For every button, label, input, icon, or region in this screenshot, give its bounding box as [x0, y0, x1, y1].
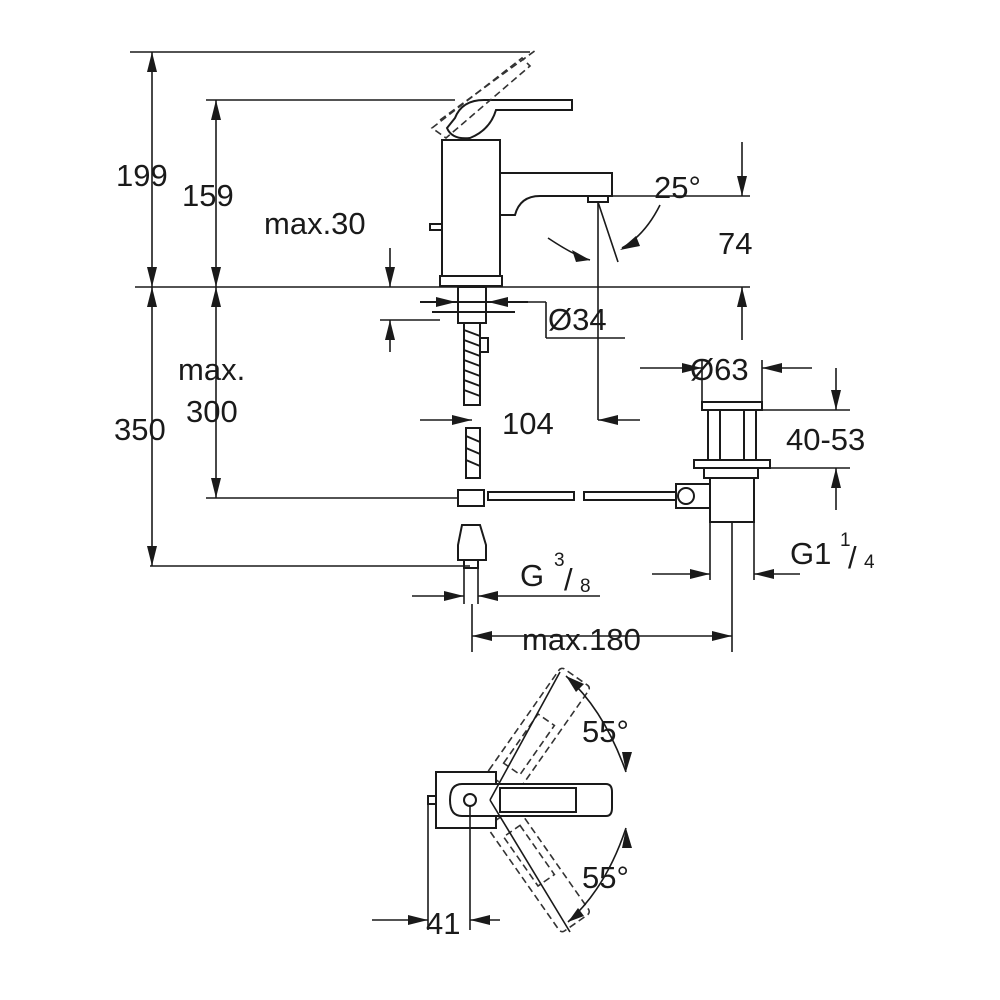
label-max180: max.180: [522, 622, 641, 657]
arrow-g1-left: [690, 569, 710, 579]
arrow-74-top: [737, 176, 747, 196]
arrow-25-right: [620, 236, 640, 250]
label-159: 159: [182, 178, 234, 213]
top-view-labels: 55° 55° 41: [426, 714, 629, 941]
waste-washer: [703, 467, 759, 479]
label-g38-numerator: 3: [554, 550, 565, 571]
arrow-55-bottom-end: [568, 908, 584, 922]
waste-fitting: [675, 401, 771, 523]
arrow-180-right: [712, 631, 732, 641]
label-104: 104: [502, 406, 554, 441]
arrow-104-left: [452, 415, 472, 425]
label-40-53: 40-53: [786, 422, 865, 457]
arrow-4053-bottom: [831, 468, 841, 488]
arrow-350-bottom: [147, 546, 157, 566]
lever-handle: [445, 99, 573, 140]
arrow-104-right: [598, 415, 618, 425]
arrow-199-bottom: [147, 267, 157, 287]
label-74: 74: [718, 226, 752, 261]
label-g38-slash: /: [564, 562, 573, 597]
top-view-handle-inset: [499, 787, 577, 813]
arrow-g38-right: [478, 591, 498, 601]
rod-clip: [479, 337, 489, 353]
arrow-199-top: [147, 52, 157, 72]
faucet-side-view: [135, 49, 750, 569]
label-300: 300: [186, 394, 238, 429]
label-max: max.: [178, 352, 245, 387]
waste-rod-ball: [677, 487, 695, 505]
arrow-300-bottom: [211, 478, 221, 498]
arrow-300-top: [211, 287, 221, 307]
angle-valve-outlet: [463, 559, 479, 569]
label-55-bottom: 55°: [582, 860, 629, 895]
arrow-74-bottom: [737, 287, 747, 307]
faucet-base: [439, 275, 503, 287]
waste-tailpiece: [709, 477, 755, 523]
arrow-d63-right: [762, 363, 782, 373]
faucet-body: [441, 139, 501, 279]
handle-rotated-bottom: [487, 806, 591, 933]
waste-plug-flange: [701, 401, 763, 411]
waste-plug-body: [707, 409, 757, 461]
waste-plug-detail: [719, 410, 745, 460]
mounting-shank: [457, 286, 487, 324]
label-max30: max.30: [264, 206, 366, 241]
side-dimensions: [130, 51, 850, 652]
pop-up-rod-right: [583, 491, 677, 501]
faucet-top-view: [427, 667, 613, 933]
arrow-55-bottom-start: [622, 828, 632, 848]
label-350: 350: [114, 412, 166, 447]
flex-hose-thread: [465, 435, 481, 467]
arrow-41-right: [470, 915, 490, 925]
label-g1-denominator: 4: [864, 552, 875, 573]
arrow-4053-top: [831, 390, 841, 410]
ext-55-top: [489, 671, 561, 801]
top-view-popup-knob: [427, 795, 437, 805]
label-d63: Ø63: [690, 352, 749, 387]
arrow-g1-right: [754, 569, 774, 579]
label-d34: Ø34: [548, 302, 607, 337]
side-view-labels: 199 159 max.30 25° 74 Ø34 max. 300 350 1…: [114, 158, 875, 657]
label-199: 199: [116, 158, 168, 193]
lever-open-position-line: [439, 49, 537, 121]
aerator: [587, 195, 609, 203]
arc-25-right: [621, 204, 661, 249]
label-41: 41: [426, 906, 460, 941]
label-25-deg: 25°: [654, 170, 701, 205]
arrow-350-top: [147, 287, 157, 307]
arrow-55-top-start: [566, 676, 584, 692]
rod-thread: [463, 329, 481, 397]
handle-rotated-top: [487, 667, 591, 794]
label-g38-denominator: 8: [580, 576, 591, 597]
label-55-top: 55°: [582, 714, 629, 749]
arrow-d34-left: [436, 297, 456, 307]
arrow-159-bottom: [211, 267, 221, 287]
label-g1-slash: /: [848, 540, 857, 575]
waste-lock-nut: [693, 459, 771, 469]
pop-up-rod-left: [487, 491, 575, 501]
arrow-d34-right: [488, 297, 508, 307]
label-g1-numerator: 1: [840, 530, 851, 551]
hose-connector: [457, 489, 485, 507]
angle-valve: [457, 524, 487, 561]
arrow-25-left: [572, 250, 590, 262]
arrow-55-top-end: [622, 752, 632, 772]
label-g38-letter: G: [520, 558, 544, 593]
arrow-max30-bottom: [385, 320, 395, 340]
top-view-dimensions: [372, 671, 632, 933]
arrow-d63-left: [682, 363, 702, 373]
arrow-159-top: [211, 100, 221, 120]
arrow-max30-top: [385, 267, 395, 287]
faucet-spout: [499, 172, 613, 216]
arrow-41-left: [408, 915, 428, 925]
label-g1: G1: [790, 536, 831, 571]
ext-55-bottom: [489, 799, 571, 933]
arrow-g38-left: [444, 591, 464, 601]
pop-up-knob: [429, 223, 443, 231]
top-view-handle-dot: [463, 793, 477, 807]
arrow-180-left: [472, 631, 492, 641]
lever-open-position: [430, 56, 532, 140]
ext-spout-angle: [597, 201, 619, 263]
